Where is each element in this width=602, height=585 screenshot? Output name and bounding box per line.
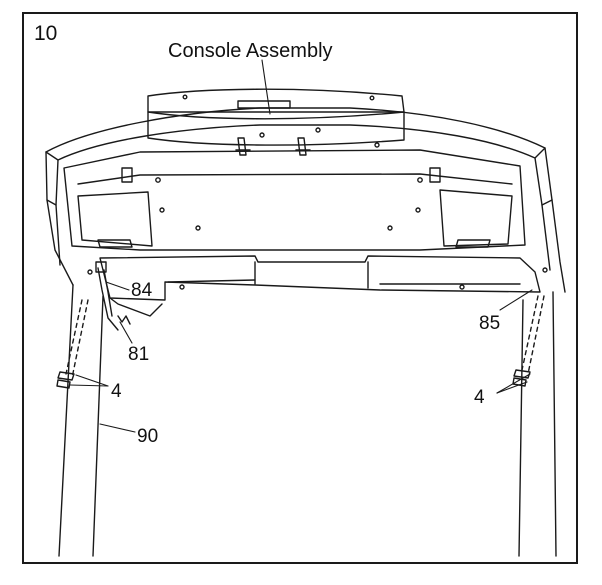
bolt-right (512, 369, 531, 387)
bolt-left (56, 371, 75, 389)
part-90-label: 90 (137, 426, 159, 447)
part-84-label: 84 (131, 280, 153, 301)
right-upright (518, 291, 557, 557)
left-upright (58, 284, 104, 557)
part-4-left-label: 4 (111, 381, 122, 402)
console-frame (45, 107, 566, 293)
step-number: 10 (34, 22, 58, 45)
leader-lines (69, 59, 533, 433)
step-frame (22, 12, 578, 564)
bolt-path-left (65, 299, 89, 379)
bolt-path-right (521, 295, 545, 375)
part-81-label: 81 (128, 344, 150, 365)
part-4-right-label: 4 (474, 387, 485, 408)
wire-harness (95, 261, 131, 331)
console-panel (63, 127, 526, 251)
part-85-label: 85 (479, 313, 501, 334)
console-crossbar (87, 255, 548, 317)
console-top-cover (147, 88, 405, 146)
console-assembly-label: Console Assembly (168, 40, 333, 62)
